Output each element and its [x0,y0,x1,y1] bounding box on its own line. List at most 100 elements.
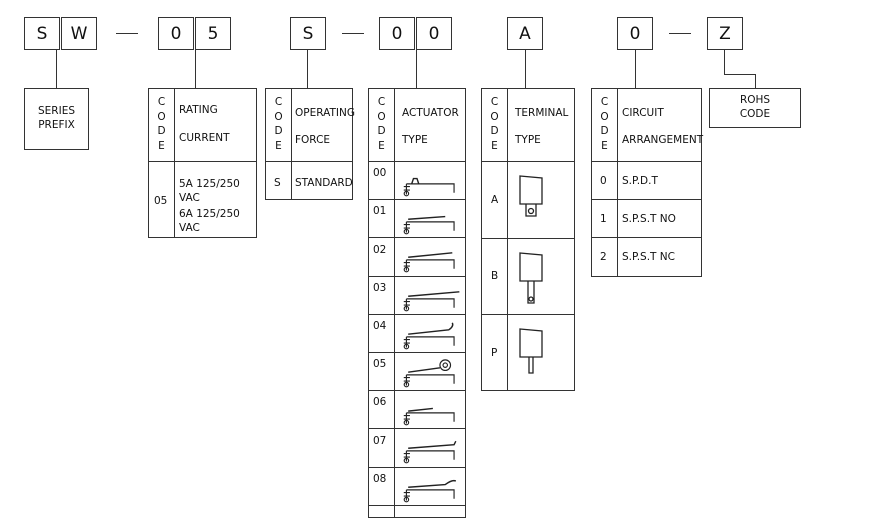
actuator-code: 05 [373,358,387,371]
terminal-row: B [482,239,574,315]
actuator-code: 07 [373,434,387,447]
circuit-title-line2: ARRANGEMENT [622,134,704,146]
terminal-title-line2: TYPE [515,134,541,146]
terminal-code: P [491,347,498,360]
actuator-code: 02 [373,243,387,256]
force-code: S [274,177,281,189]
actuator-row: 04 [369,315,465,353]
code-box-7: 0 [416,17,452,50]
connector-line [307,50,309,89]
rohs-code-box: ROHS CODE [709,88,801,128]
actuator-row: 05 [369,353,465,392]
separator-dash [116,33,138,35]
circuit-row: 1 S.P.S.T NO [592,200,701,239]
force-title-line1: OPERATING [295,107,355,119]
connector-line [755,74,757,89]
actuator-row: 01 [369,200,465,239]
connector-line [525,50,527,89]
code-box-3: 0 [158,17,194,50]
circuit-code: 2 [600,251,607,264]
series-prefix-box: SERIES PREFIX [24,88,89,150]
circuit-title-line1: CIRCUIT [622,107,664,119]
short-straight-lever-icon [403,407,455,426]
force-title-line2: FORCE [295,134,331,146]
code-box-4: 5 [195,17,231,50]
pin-plunger-icon [403,177,455,197]
pcb-terminal-icon [519,251,543,304]
actuator-row: 07 [369,429,465,468]
roller-lever-icon [403,359,455,388]
short-lever-icon [403,216,455,235]
series-title-line2: PREFIX [38,119,75,131]
quick-connect-terminal-icon [519,328,543,374]
rohs-title-line1: ROHS [739,94,771,107]
actuator-code: 03 [373,281,387,294]
actuator-row: 00 [369,162,465,201]
hook-lever-icon [403,322,455,350]
rating-title-line2: CURRENT [179,132,230,144]
circuit-code: 1 [600,212,607,225]
terminal-rows: A B P [482,162,574,390]
connector-line [635,50,637,89]
code-box-1: S [24,17,60,50]
circuit-value: S.P.S.T NO [622,212,676,225]
connector-line [724,50,726,75]
circuit-row: 0 S.P.D.T [592,162,701,201]
actuator-row: 08 [369,468,465,506]
code-box-5: S [290,17,326,50]
actuator-code: 08 [373,472,387,485]
code-box-9: 0 [617,17,653,50]
code-box-2: W [61,17,97,50]
terminal-title-line1: TERMINAL [515,107,569,119]
rating-code: 05 [154,195,168,207]
connector-line [56,50,58,89]
circuit-rows: 0 S.P.D.T 1 S.P.S.T NO 2 S.P.S.T NC [592,162,701,276]
code-box-10: Z [707,17,743,50]
actuator-row: 03 [369,277,465,315]
connector-line [416,50,418,89]
circuit-value: S.P.D.T [622,174,658,187]
actuator-title-line2: TYPE [402,134,428,146]
connector-line [724,74,756,76]
connector-line [195,50,197,89]
rating-value-1: 5A 125/250 VAC [179,178,240,204]
long-lever-icon [403,290,460,311]
actuator-rows: 00 01 02 03 04 05 06 07 08 [369,162,465,517]
terminal-code: A [491,193,499,206]
curved-lever-icon [403,479,457,502]
long-straight-lever-icon [403,441,457,464]
circuit-code: 0 [600,174,607,187]
terminal-code: B [491,270,499,283]
circuit-value: S.P.S.T NC [622,251,675,264]
actuator-code: 01 [373,205,387,218]
actuator-code: 00 [373,167,387,180]
actuator-code: 04 [373,319,387,332]
actuator-title-line1: ACTUATOR [402,107,459,119]
actuator-row: 02 [369,238,465,277]
rating-title-line1: RATING [179,104,218,116]
code-box-8: A [507,17,543,50]
actuator-row: 06 [369,391,465,430]
terminal-row: A [482,162,574,239]
separator-dash [669,33,691,35]
rohs-title-line2: CODE [739,108,771,120]
medium-lever-icon [403,252,455,273]
terminal-row: P [482,315,574,392]
series-title-line1: SERIES [38,105,75,118]
rating-value-2: 6A 125/250 VAC [179,208,240,234]
separator-dash [342,33,364,35]
force-value: STANDARD [295,177,353,189]
actuator-code: 06 [373,396,387,409]
code-box-6: 0 [379,17,415,50]
circuit-row: 2 S.P.S.T NC [592,238,701,276]
